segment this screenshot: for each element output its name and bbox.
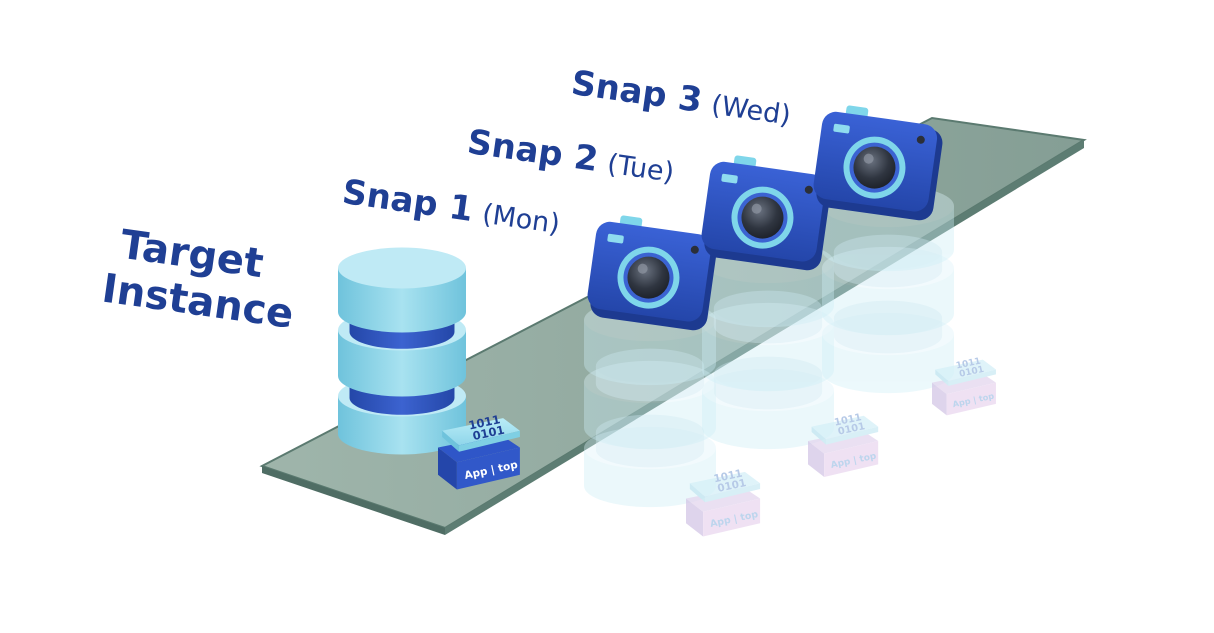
reflection-snap3	[822, 184, 954, 394]
reflection-snap1	[584, 298, 716, 508]
binary-bottom-text: 0101	[716, 477, 747, 495]
camera-icon-snap1	[587, 215, 717, 331]
binary-top-text: 1011	[713, 468, 744, 486]
camera-icon-snap2	[701, 155, 831, 271]
snapshot-cameras	[587, 105, 943, 331]
binary-top-text: 1011	[467, 412, 501, 432]
camera-icon-snap3	[813, 105, 943, 221]
binary-bottom-text: 0101	[471, 423, 505, 443]
reflection-snap2	[702, 240, 834, 450]
target-database-icon	[338, 247, 466, 455]
